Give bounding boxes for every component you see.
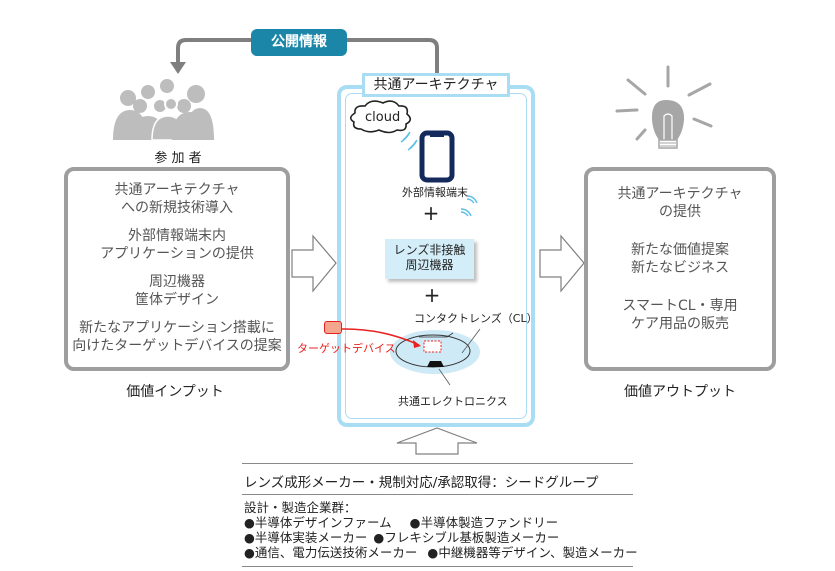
- external-device-label: 外部情報端末: [402, 186, 468, 199]
- output-arrow: [539, 234, 585, 293]
- contact-lens-icon: [390, 328, 481, 386]
- peripheral-device-box: レンズ非接触 周辺機器: [385, 239, 474, 279]
- common-electronics-chip: [427, 361, 444, 367]
- input-arrow: [291, 234, 337, 293]
- input-item-4: 新たなアプリケーション搭載に 向けたターゲットデバイスの提案: [72, 320, 282, 354]
- output-item-3: スマートCL・専用 ケア用品の販売: [622, 298, 738, 332]
- value-output-caption: 価値アウトプット: [624, 384, 736, 400]
- architecture-graphics: [339, 100, 481, 386]
- manufacturer-group-title: 設計・製造企業群：: [244, 500, 357, 515]
- target-device-label: ターゲットデバイス: [297, 342, 396, 355]
- divider: [242, 463, 633, 464]
- plus-sign: +: [422, 201, 440, 225]
- input-item-1: 共通アーキテクチャ への新規技術導入: [114, 182, 240, 216]
- wireless-signal-icon: [400, 131, 418, 151]
- output-item-2: 新たな価値提案 新たなビジネス: [631, 242, 729, 276]
- target-device-icon: [324, 321, 342, 334]
- divider: [242, 566, 633, 567]
- people-group-icon: [113, 79, 214, 141]
- public-info-badge: 公開情報: [251, 29, 347, 56]
- manufacturer-row: ●通信、電力伝送技術メーカー●中継機器等デザイン、製造メーカー: [244, 545, 638, 560]
- input-item-2: 外部情報端末内 アプリケーションの提供: [100, 228, 254, 262]
- common-architecture-title: 共通アーキテクチャ: [362, 73, 510, 97]
- manufacturer-row: ●半導体デザインファーム●半導体製造ファンドリー: [244, 515, 559, 530]
- value-input-caption: 価値インプット: [126, 384, 224, 400]
- target-device-slot: [423, 340, 442, 353]
- public-info-arrowhead: [170, 62, 186, 74]
- lens-maker-line: レンズ成形メーカー・規制対応/承認取得：シードグループ: [244, 475, 599, 491]
- value-input-box: 共通アーキテクチャ への新規技術導入 外部情報端末内 アプリケーションの提供 周…: [64, 167, 290, 371]
- plus-sign: +: [423, 283, 441, 307]
- input-item-3: 周辺機器 筐体デザイン: [135, 274, 219, 308]
- cloud-icon: [349, 100, 412, 134]
- manufacturer-row: ●半導体実装メーカー●フレキシブル基板製造メーカー: [244, 530, 560, 545]
- wireless-signal-icon: [460, 195, 478, 217]
- target-device-arrow: [339, 328, 420, 346]
- light-bulb-icon: [615, 65, 713, 149]
- cloud-label: cloud: [365, 110, 401, 125]
- common-electronics-label: 共通エレクトロニクス: [398, 395, 508, 408]
- manufacturer-group: 設計・製造企業群： ●半導体デザインファーム●半導体製造ファンドリー ●半導体実…: [244, 500, 638, 560]
- smartphone-icon: [419, 130, 455, 183]
- output-item-1: 共通アーキテクチャ の提供: [617, 186, 743, 220]
- support-arrow: [396, 427, 478, 455]
- contact-lens-label: コンタクトレンズ（CL）: [414, 312, 538, 325]
- divider: [242, 494, 633, 495]
- participants-label: 参 加 者: [154, 151, 202, 166]
- value-output-box: 共通アーキテクチャ の提供 新たな価値提案 新たなビジネス スマートCL・専用 …: [584, 167, 776, 371]
